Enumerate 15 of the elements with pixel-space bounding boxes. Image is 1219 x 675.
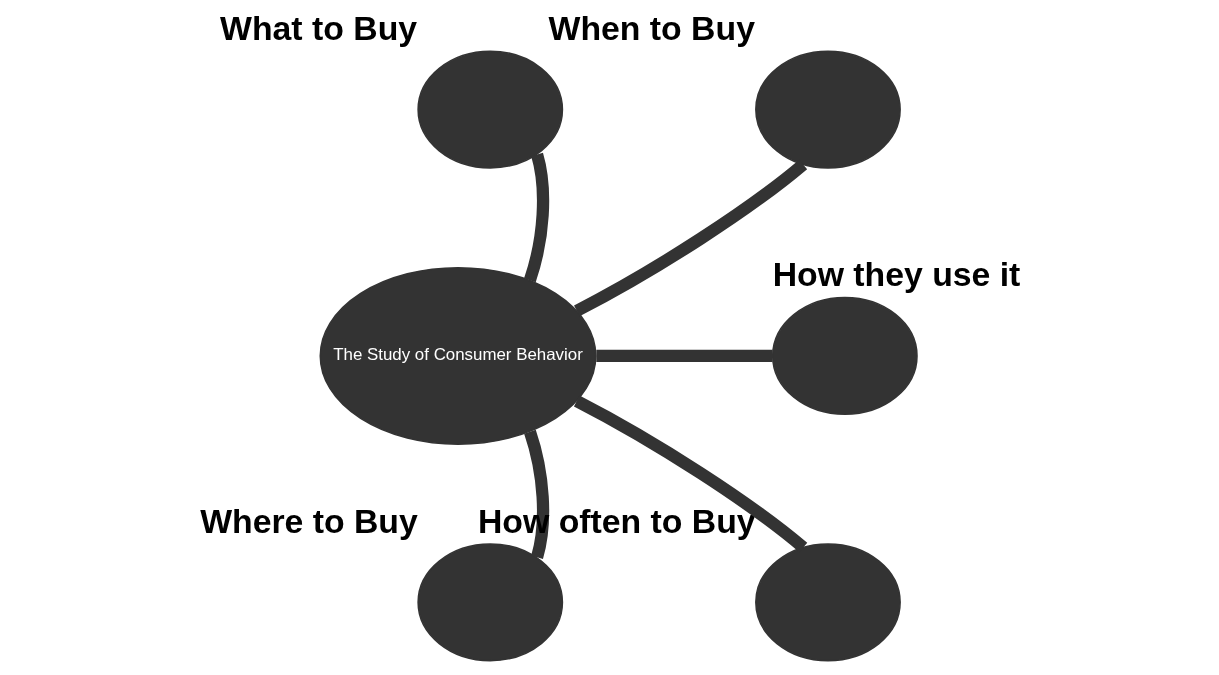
node-label: How they use it	[772, 255, 1020, 294]
node-ellipse: The Study of Consumer Behavior	[319, 266, 597, 445]
connector	[523, 153, 549, 283]
connector	[573, 395, 807, 553]
node-circle	[754, 543, 901, 662]
connector	[573, 159, 807, 317]
connector	[523, 429, 549, 559]
node-circle	[771, 296, 918, 415]
node-circle	[416, 50, 563, 169]
node-label: When to Buy	[548, 8, 755, 47]
node-circle	[416, 543, 563, 662]
node-circle	[754, 50, 901, 169]
node-label: Where to Buy	[199, 501, 418, 540]
node-label: What to Buy	[219, 8, 417, 47]
connector	[595, 349, 773, 363]
